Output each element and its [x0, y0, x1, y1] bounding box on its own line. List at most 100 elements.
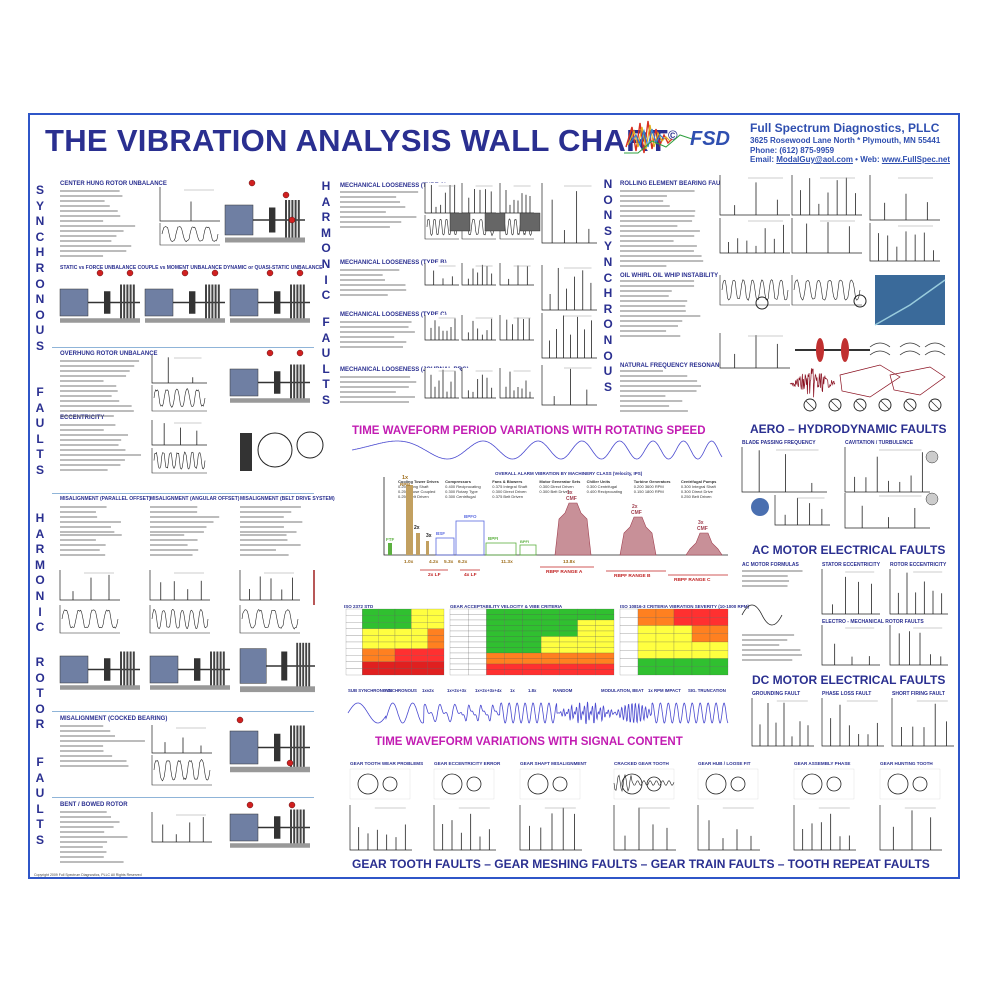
table-cell [427, 668, 445, 676]
alarm-cell: 0.300 Belt Driven [539, 489, 571, 494]
head-cracked-tooth: CRACKED GEAR TOOTH [614, 761, 669, 766]
rotor-disc [129, 284, 132, 321]
alarm-cell: 0.300 Direct Driven [539, 484, 574, 489]
table-cell [449, 636, 469, 643]
table-cell [595, 636, 615, 643]
tick-label: 13.8x [563, 559, 575, 565]
table-cell [427, 615, 445, 623]
head-gear-shaft: GEAR SHAFT MISALIGNMENT [520, 761, 587, 766]
table-cell [541, 630, 560, 637]
table-cell [619, 641, 639, 651]
rotor-disc [296, 364, 299, 401]
company-address: 3625 Rosewood Lane North * Plymouth, MN … [750, 136, 941, 145]
rotor-disc [299, 725, 302, 770]
thumb-axes [791, 275, 862, 306]
separator [52, 711, 314, 712]
head-stator-ecc: STATOR ECCENTRICITY [822, 562, 881, 568]
label-cmf3-text: CMF [697, 526, 708, 532]
tick-label: 6.2x [458, 559, 468, 565]
machine-base [145, 318, 225, 323]
waveform-trace [61, 609, 119, 629]
thumb-axes [149, 570, 210, 601]
gear-wheel [441, 773, 463, 795]
table-cell [427, 648, 445, 656]
orbit [853, 294, 867, 308]
motor-body [224, 204, 254, 236]
head-mech-b: MECHANICAL LOOSENESS (TYPE B) [340, 260, 447, 266]
spectrum-thumb-bg [425, 368, 459, 398]
thumb-axes [151, 420, 207, 446]
thumb-axes [159, 187, 220, 222]
email-link[interactable]: ModalGuy@aol.com [776, 155, 853, 164]
thumb-axes [844, 493, 930, 529]
thumb-axes [424, 263, 459, 286]
head-eccentricity: ECCENTRICITY [60, 415, 105, 421]
thumb-axes [741, 447, 827, 493]
bearing [104, 291, 111, 314]
rotor-disc [126, 651, 129, 688]
rotor-disc [222, 651, 225, 688]
table-cell [709, 658, 729, 667]
bearing [104, 658, 111, 681]
table-cell [449, 619, 469, 626]
spectrum-thumb-bg [794, 805, 856, 850]
alarm-cell: 0.250 Close Coupled [398, 489, 436, 494]
table-cell [468, 658, 487, 665]
table-cell [673, 617, 693, 626]
table-cell [504, 669, 523, 676]
table-cell [577, 652, 596, 659]
thumb-axes [159, 223, 220, 246]
thumb-axes [519, 805, 582, 851]
label-cmf1-num: 1x [567, 490, 573, 496]
table-cell [411, 622, 428, 629]
table-cell [468, 669, 487, 676]
rotor-disc [213, 651, 216, 688]
rotor-disc [285, 200, 287, 240]
mode-node-cross [905, 400, 915, 410]
table-cell [577, 619, 596, 626]
rotor-disc [290, 364, 292, 401]
table-cell [655, 641, 675, 651]
table-cell [345, 628, 363, 636]
label-cmf2-num: 2x [632, 504, 638, 510]
web-link[interactable]: www.FullSpec.net [881, 155, 950, 164]
thumb-axes [151, 448, 207, 474]
rotor-disc [211, 284, 214, 321]
gear-illustration [349, 768, 411, 800]
thumb-axes [151, 725, 212, 754]
pulley [257, 432, 293, 468]
table-cell [486, 658, 505, 665]
period-waveform [351, 440, 723, 460]
table-cell [709, 666, 729, 676]
table-cell [362, 622, 379, 629]
pedestal [519, 212, 541, 232]
signal-label: SIG. TRUNCATION [688, 688, 726, 693]
table-cell [522, 647, 542, 654]
table-cell [449, 608, 469, 615]
table-cell [541, 608, 560, 615]
thumb-axes [869, 223, 940, 262]
orbit [755, 296, 769, 310]
head-hunting-tooth: GEAR HUNTING TOOTH [880, 761, 933, 766]
table-cell [362, 668, 379, 676]
machine-base [230, 398, 310, 403]
signal-label: 1x RPM IMPACT [648, 688, 681, 693]
mode-shape-3d [889, 366, 946, 396]
table-cell [559, 652, 578, 659]
pedestal [449, 212, 471, 232]
table-cell [559, 641, 578, 648]
table-cell [577, 625, 596, 632]
thumb-axes [889, 569, 948, 615]
table-cell [468, 652, 487, 659]
head-oil-whirl: OIL WHIRL OIL WHIP INSTABILITY [620, 273, 719, 279]
mode-shape [899, 350, 921, 356]
alarm-cell: 0.400 Reciprocating [586, 489, 623, 494]
bearing [269, 207, 276, 233]
rotor-disc [294, 200, 297, 240]
table-cell [595, 669, 615, 676]
pedestal [484, 212, 506, 232]
table-cell [595, 619, 615, 626]
head-natural-freq: NATURAL FREQUENCY RESONANCE [620, 363, 728, 369]
